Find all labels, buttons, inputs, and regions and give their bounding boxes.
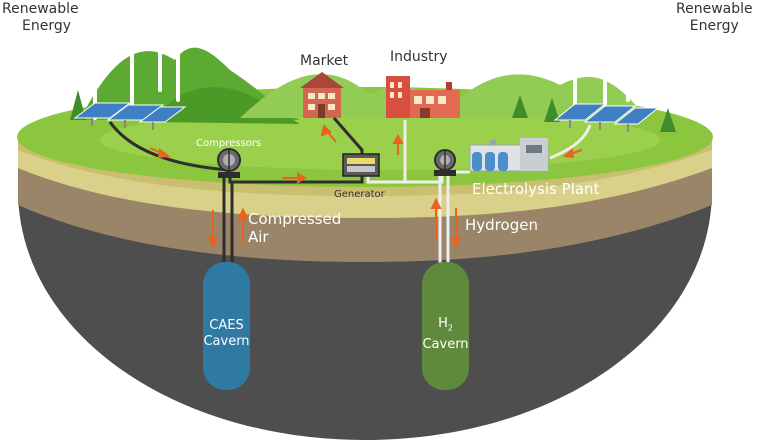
label-line: Compressed	[248, 210, 342, 228]
factory-icon	[386, 76, 460, 118]
wind-turbine-icon	[550, 13, 600, 114]
tree-icon	[660, 108, 676, 132]
label-renewable-energy-right: Renewable Energy	[676, 1, 753, 35]
electrolysis-plant-icon	[469, 138, 549, 172]
h2-symbol: H	[438, 316, 448, 331]
solar-panels-left	[73, 102, 187, 130]
label-market: Market	[300, 53, 349, 69]
tree-icon	[544, 98, 560, 122]
label-compressed-air: Compressed Air	[248, 210, 341, 246]
label-compressors: Compressors	[196, 138, 262, 149]
pipe-compressor-to-generator	[228, 172, 364, 184]
label-line: Renewable	[2, 1, 79, 17]
flow-arrows	[149, 124, 583, 249]
label-renewable-energy-left: Renewable Energy	[2, 1, 79, 35]
h2-cavern	[422, 262, 469, 390]
wind-turbine-icon	[136, 0, 187, 92]
solar-panel-icon	[613, 107, 660, 132]
label-electrolysis-plant: Electrolysis Plant	[472, 180, 600, 198]
tree-icon	[512, 95, 528, 118]
wind-turbines-right	[550, 0, 674, 114]
solar-panel-icon	[138, 106, 187, 130]
solar-panels-right	[553, 103, 660, 132]
label-line: Energy	[22, 18, 72, 34]
cable-right-solar-to-plant	[549, 124, 592, 160]
solar-panel-icon	[106, 104, 165, 128]
wind-turbine-icon	[106, 0, 160, 112]
label-line: Cavern	[422, 336, 469, 352]
wind-turbine-icon	[580, 0, 632, 110]
label-line: Renewable	[676, 1, 753, 17]
label-line: H2	[422, 316, 469, 337]
compressor-icon	[217, 148, 241, 178]
wind-turbine-icon	[624, 6, 674, 107]
label-line: Cavern	[203, 334, 250, 349]
label-line: Energy	[689, 18, 739, 34]
compressor-icon	[434, 149, 456, 176]
solar-panel-icon	[553, 103, 607, 128]
pipe-generator-to-h2	[366, 172, 444, 184]
label-line: Air	[248, 228, 269, 246]
label-caes-cavern: CAES Cavern	[203, 318, 250, 350]
label-industry: Industry	[390, 49, 448, 65]
h2-subscript: 2	[447, 323, 453, 333]
caes-cavern	[203, 262, 250, 390]
label-line: CAES	[209, 318, 244, 333]
solar-panel-icon	[583, 105, 637, 130]
wind-turbine-icon	[156, 0, 204, 102]
label-hydrogen: Hydrogen	[465, 216, 538, 234]
label-generator: Generator	[334, 189, 385, 200]
label-h2-cavern: H2 Cavern	[422, 316, 469, 353]
generator-icon	[342, 153, 380, 177]
solar-panel-icon	[73, 102, 132, 126]
market-building-icon	[300, 72, 344, 118]
